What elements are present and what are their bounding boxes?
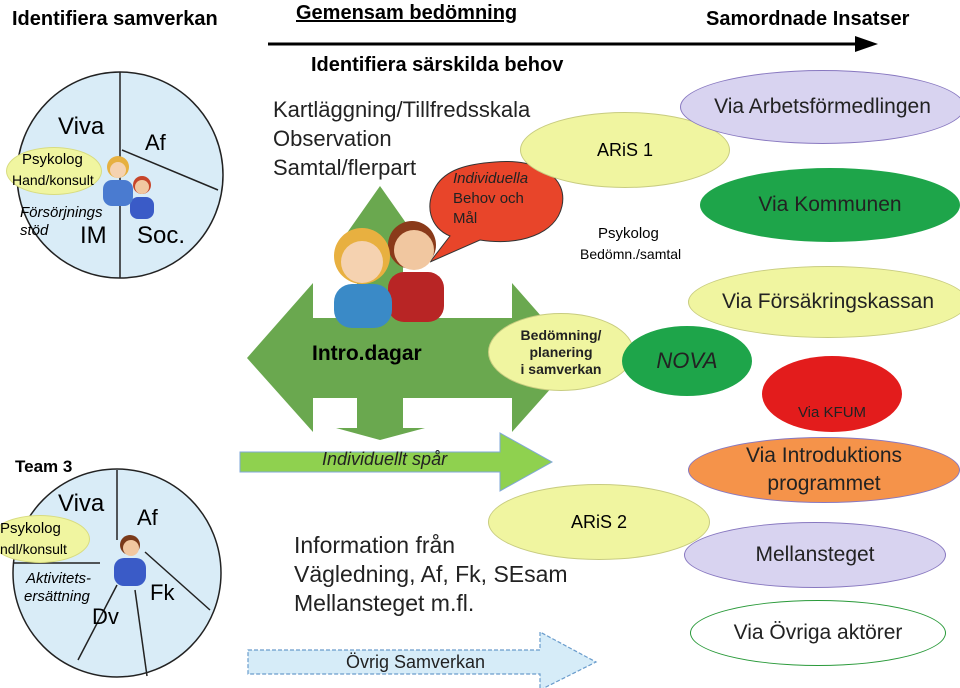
circle-stod: stöd xyxy=(20,222,49,239)
method-kartlaggning: Kartläggning/Tillfredsskala xyxy=(273,97,531,122)
bedomning-line3: i samverkan xyxy=(520,360,602,377)
subtitle: Identifiera särskilda behov xyxy=(311,54,564,76)
introduktion-line2: programmet xyxy=(767,472,881,495)
oval-kfum: Via KFUM xyxy=(762,356,902,432)
psykolog-bedomn-line1: Psykolog xyxy=(598,225,659,242)
method-observation: Observation xyxy=(273,126,392,151)
header-left: Identifiera samverkan xyxy=(12,8,218,30)
method-samtal: Samtal/flerpart xyxy=(273,155,417,180)
team-af: Af xyxy=(137,505,158,530)
info-line1: Information från xyxy=(294,532,456,558)
circle-viva: Viva xyxy=(58,113,105,140)
info-line2: Vägledning, Af, Fk, SEsam xyxy=(294,561,568,587)
header-center: Gemensam bedömning xyxy=(296,2,518,24)
bedomning-line2: planering xyxy=(529,343,593,360)
individuellt-spar-arrow xyxy=(239,432,554,492)
aris1-oval: ARiS 1 xyxy=(520,112,730,188)
oval-introduktion: Via Introduktions programmet xyxy=(688,437,960,503)
individuellt-spar-label: Individuellt spår xyxy=(322,449,448,469)
circle-soc: Soc. xyxy=(137,222,186,249)
team-psykolog-oval xyxy=(0,515,90,563)
team-aktivitets2: ersättning xyxy=(24,588,90,605)
circle-psykolog: Psykolog xyxy=(22,151,83,168)
team-hand: ndl/konsult xyxy=(0,541,67,557)
circle-hand: Hand/konsult xyxy=(12,172,94,188)
oval-arbetsformedlingen: Via Arbetsförmedlingen xyxy=(680,70,960,144)
speech-line1: Individuella xyxy=(453,170,529,187)
psykolog-bedomn-line2: Bedömn./samtal xyxy=(580,246,682,262)
oval-forsakringskassan: Via Försäkringskassan xyxy=(688,266,960,338)
psykolog-oval xyxy=(6,147,102,195)
oval-mellansteget: Mellansteget xyxy=(684,522,946,588)
timeline-arrow xyxy=(268,36,878,52)
ovrig-samverkan-label: Övrig Samverkan xyxy=(346,652,486,672)
header-right: Samordnade Insatser xyxy=(706,8,910,30)
speech-callout xyxy=(429,160,564,263)
team-psykolog: Psykolog xyxy=(0,520,61,537)
circle-forsorjning: Försörjnings xyxy=(20,204,103,221)
team-dv: Dv xyxy=(92,604,119,629)
ovrig-samverkan-arrow xyxy=(247,630,598,688)
aris2-oval: ARiS 2 xyxy=(488,484,710,560)
oval-kommunen: Via Kommunen xyxy=(700,168,960,242)
team-viva: Viva xyxy=(58,490,105,517)
bedomning-line1: Bedömning/ xyxy=(520,326,602,343)
speech-line2: Behov och xyxy=(453,190,524,207)
info-line3: Mellansteget m.fl. xyxy=(294,590,475,616)
bedomning-oval: Bedömning/ planering i samverkan xyxy=(488,313,634,391)
oval-ovriga: Via Övriga aktörer xyxy=(690,600,946,666)
speech-line3: Mål xyxy=(453,210,478,227)
introduktion-line1: Via Introduktions xyxy=(745,444,903,467)
circle-af: Af xyxy=(145,130,166,155)
team-fk: Fk xyxy=(150,580,175,605)
team-aktivitets1: Aktivitets- xyxy=(26,570,92,587)
intro-dagar: Intro.dagar xyxy=(312,342,422,365)
nova-oval: NOVA xyxy=(622,326,752,396)
circle-im: IM xyxy=(80,222,107,249)
team-title: Team 3 xyxy=(15,457,73,476)
